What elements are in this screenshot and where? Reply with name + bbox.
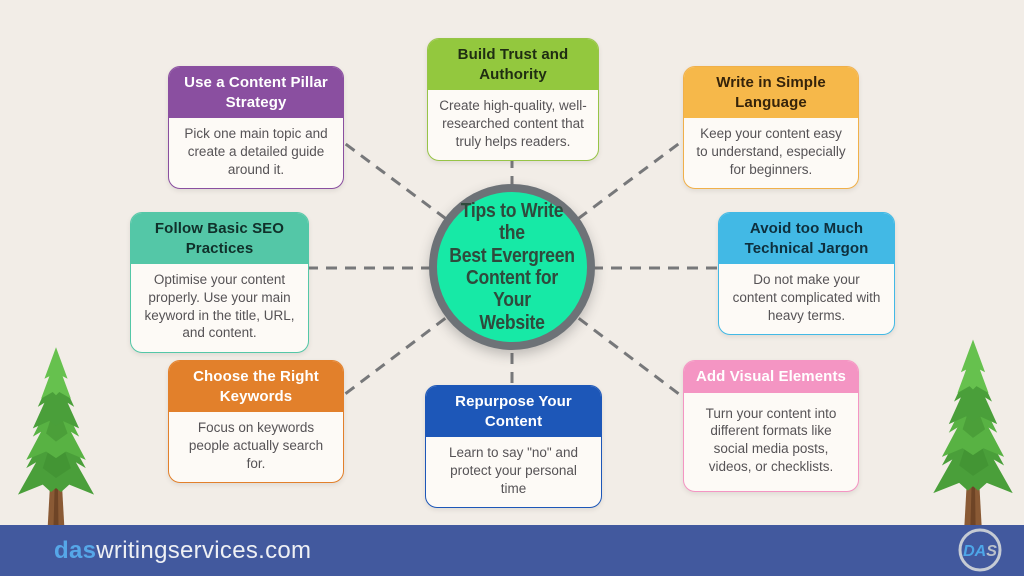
tip-body: Do not make your content complicated wit… bbox=[732, 272, 881, 323]
tip-title: Use a Content Pillar Strategy bbox=[169, 67, 343, 118]
tip-box-build-trust: Build Trust and Authority Create high-qu… bbox=[427, 38, 599, 162]
central-title: Tips to Write the Best Evergreen Content… bbox=[449, 199, 575, 334]
tip-title: Repurpose Your Content bbox=[426, 386, 601, 437]
tip-box-content-pillar: Use a Content Pillar Strategy Pick one m… bbox=[168, 66, 344, 190]
tip-body: Pick one main topic and create a detaile… bbox=[184, 126, 328, 177]
tip-box-visual-elements: Add Visual Elements Turn your content in… bbox=[683, 360, 859, 492]
tip-body: Turn your content into different formats… bbox=[705, 405, 837, 475]
tip-title: Add Visual Elements bbox=[684, 361, 858, 393]
tip-title: Choose the Right Keywords bbox=[169, 361, 343, 412]
tip-box-seo-practices: Follow Basic SEO Practices Optimise your… bbox=[130, 212, 309, 354]
das-logo-icon: DAS bbox=[958, 528, 1002, 572]
tip-title: Follow Basic SEO Practices bbox=[131, 213, 308, 264]
central-topic-circle: Tips to Write the Best Evergreen Content… bbox=[429, 184, 595, 350]
tip-title: Build Trust and Authority bbox=[428, 39, 598, 90]
domain-prefix: das bbox=[54, 536, 97, 564]
tip-box-simple-language: Write in Simple Language Keep your conte… bbox=[683, 66, 859, 190]
tip-body: Optimise your content properly. Use your… bbox=[144, 272, 295, 341]
tip-box-technical-jargon: Avoid too Much Technical Jargon Do not m… bbox=[718, 212, 895, 336]
pine-tree-icon bbox=[17, 347, 95, 526]
website-domain: daswritingservices.com bbox=[54, 537, 311, 565]
tip-title: Write in Simple Language bbox=[684, 67, 858, 118]
footer-bar: daswritingservices.com DAS bbox=[0, 525, 1024, 576]
tip-box-repurpose-content: Repurpose Your Content Learn to say "no"… bbox=[425, 385, 602, 509]
tip-body: Keep your content easy to understand, es… bbox=[696, 126, 846, 177]
svg-text:DAS: DAS bbox=[963, 543, 997, 560]
tip-title: Avoid too Much Technical Jargon bbox=[719, 213, 894, 264]
tip-body: Learn to say "no" and protect your perso… bbox=[449, 445, 578, 496]
domain-rest: writingservices.com bbox=[96, 536, 312, 564]
tip-box-right-keywords: Choose the Right Keywords Focus on keywo… bbox=[168, 360, 344, 484]
tip-body: Focus on keywords people actually search… bbox=[188, 420, 324, 471]
pine-tree-icon bbox=[933, 339, 1013, 526]
tip-body: Create high-quality, well-researched con… bbox=[439, 98, 587, 149]
